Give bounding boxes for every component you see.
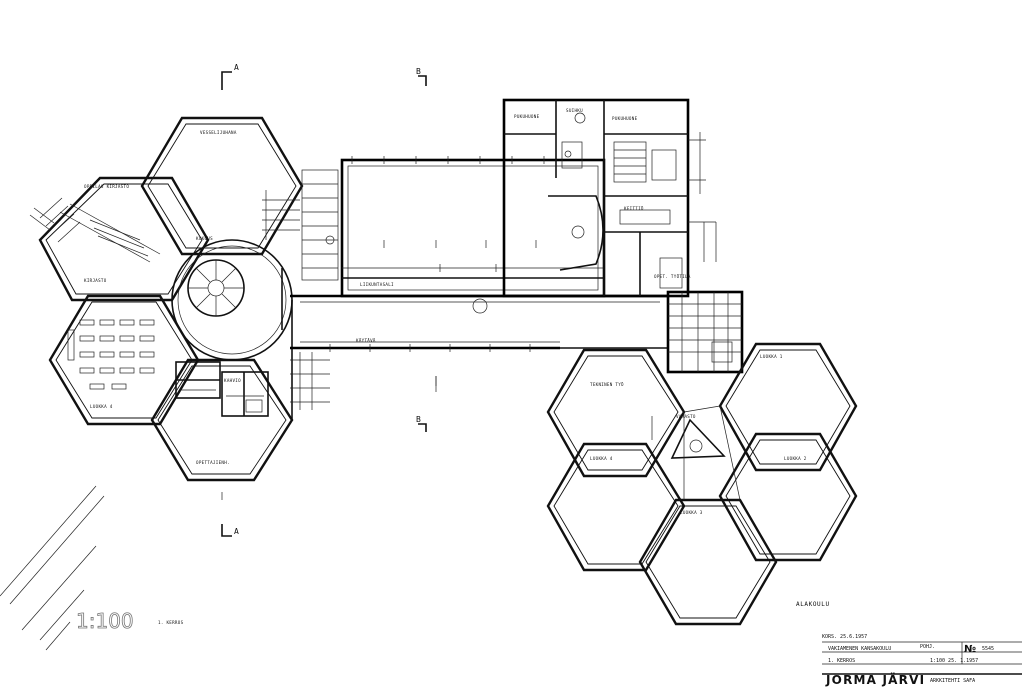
- hall-block: [301, 156, 606, 298]
- room-label: LUOKKA 3: [680, 510, 703, 515]
- floor-section-label: ALAKOULU: [796, 601, 830, 608]
- architect-suffix: ARKKITEHTI SAFA: [930, 678, 975, 684]
- section-markers: [221, 71, 437, 537]
- section-b-top: B: [416, 67, 421, 76]
- room-label: KOKOUS: [196, 236, 213, 241]
- title-project-sub: POHJ.: [920, 644, 935, 650]
- room-label: PUKUHUONE: [514, 114, 540, 119]
- floor-note: 1. KERROS: [158, 620, 184, 625]
- room-label: TEKNINEN TYÖ: [590, 382, 624, 387]
- room-label: LUOKKA 1: [760, 354, 783, 359]
- service-wing: [502, 98, 717, 298]
- title-number-label: №: [964, 644, 976, 655]
- stair-connector: [666, 290, 744, 374]
- room-label: KÄYTÄVÄ: [356, 338, 376, 343]
- room-label: OPPILAS KIRJASTO: [84, 184, 129, 189]
- left-hex-cluster: [29, 116, 330, 482]
- section-a-bottom: A: [234, 527, 239, 536]
- room-label: VARASTO: [676, 414, 696, 419]
- title-block-frame: [822, 641, 1022, 675]
- room-label: KAHVIO: [224, 378, 241, 383]
- room-label: PUKUHUONE: [612, 116, 638, 121]
- room-label: LUOKKA 4: [90, 404, 113, 409]
- title-project-name: VAKIAMENEN KANSAKOULU: [828, 646, 891, 652]
- room-label: VESSELIJUHANA: [200, 130, 237, 135]
- scale-label: 1:100: [76, 609, 134, 633]
- title-number-value: 5545: [982, 646, 994, 652]
- section-b-bottom: B: [416, 415, 421, 424]
- title-floor: 1. KERROS: [828, 658, 855, 664]
- diagonal-site-lines: [0, 485, 105, 651]
- right-hex-cluster: [546, 342, 858, 626]
- title-scale-date: 1:100 25. 1.1957: [930, 658, 978, 664]
- room-label: SUIHKU: [566, 108, 583, 113]
- section-a-top: A: [234, 63, 239, 72]
- room-label: OPET. TYÖTILA: [654, 274, 691, 279]
- room-label: LIIKUNTASALI: [360, 282, 394, 287]
- architect-name: JORMA JÄRVI: [825, 672, 925, 687]
- room-label: KEITTIÖ: [624, 206, 644, 211]
- room-label: KIRJASTO: [84, 278, 107, 283]
- room-label: LUOKKA 4: [590, 456, 613, 461]
- room-label: OPETTAJIENH.: [196, 460, 230, 465]
- room-label: LUOKKA 2: [784, 456, 807, 461]
- title-date-line: KORS. 25.6.1957: [822, 634, 867, 640]
